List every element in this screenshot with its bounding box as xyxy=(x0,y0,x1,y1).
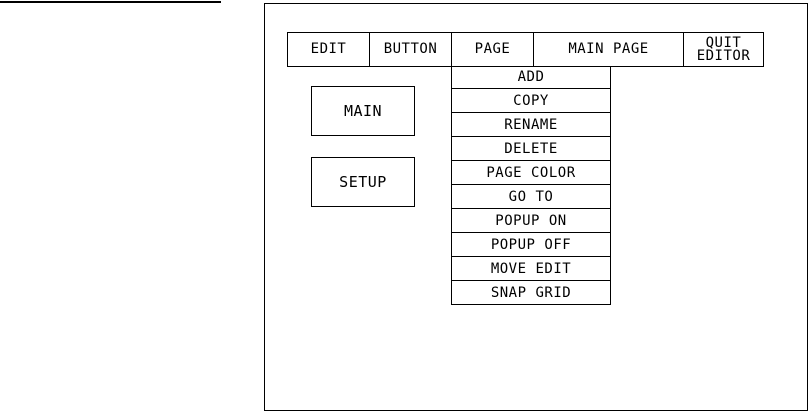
menu-item-copy[interactable]: COPY xyxy=(452,88,610,112)
menu-item-go-to[interactable]: GO TO xyxy=(452,184,610,208)
top-divider-line xyxy=(0,1,221,3)
menu-item-delete[interactable]: DELETE xyxy=(452,136,610,160)
menu-item-move-edit[interactable]: MOVE EDIT xyxy=(452,256,610,280)
menu-item-page-color[interactable]: PAGE COLOR xyxy=(452,160,610,184)
setup-page-button[interactable]: SETUP xyxy=(311,157,415,207)
current-page-name-button[interactable]: MAIN PAGE xyxy=(534,33,684,66)
editor-screen-frame xyxy=(264,3,808,411)
menu-item-snap-grid[interactable]: SNAP GRID xyxy=(452,280,610,304)
quit-editor-button[interactable]: QUIT EDITOR xyxy=(696,34,751,64)
button-menu-button[interactable]: BUTTON xyxy=(370,33,452,66)
menu-item-add[interactable]: ADD xyxy=(517,69,545,85)
menu-item-popup-on[interactable]: POPUP ON xyxy=(452,208,610,232)
page-dropdown-menu: ADD COPY RENAME DELETE PAGE COLOR GO TO … xyxy=(451,66,611,305)
menu-item-rename[interactable]: RENAME xyxy=(452,112,610,136)
editor-menu-bar: EDIT BUTTON PAGE MAIN PAGE QUIT EDITOR xyxy=(287,32,764,67)
edit-menu-button[interactable]: EDIT xyxy=(288,33,370,66)
page-menu-button[interactable]: PAGE xyxy=(452,33,534,66)
main-page-button[interactable]: MAIN xyxy=(311,86,415,136)
menu-item-popup-off[interactable]: POPUP OFF xyxy=(452,232,610,256)
